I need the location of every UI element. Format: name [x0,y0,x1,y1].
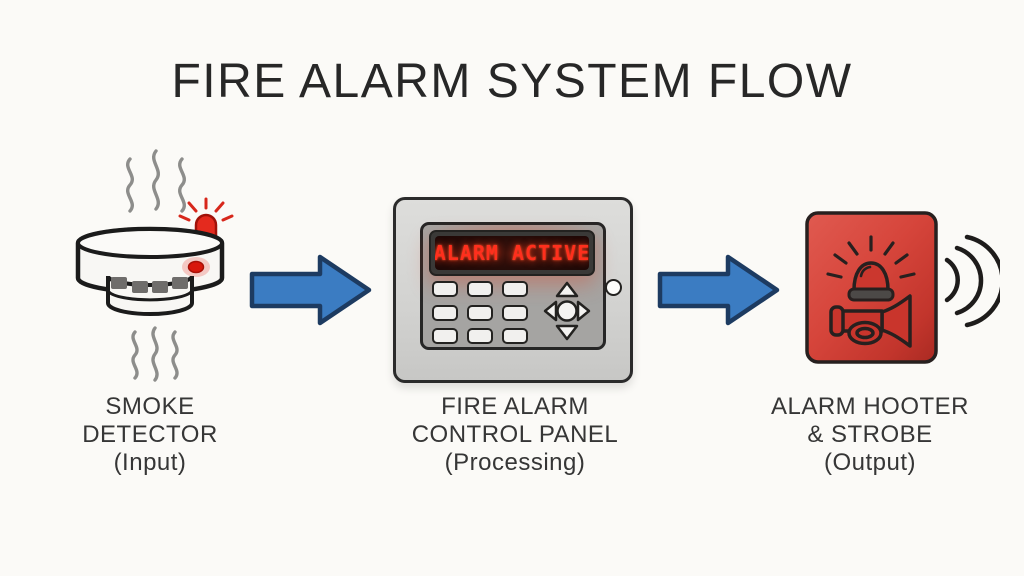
strobe-light-icon [847,261,895,302]
node-name-line: DETECTOR [82,421,218,448]
horn-icon [829,294,912,348]
detector-grille [106,275,194,316]
nav-arrows-icon [543,281,591,341]
smoke-detector-icon [75,149,234,382]
sound-waves-icon [944,234,1000,328]
node-name-line: ALARM HOOTER [770,393,970,420]
keypad-key [502,281,528,297]
status-dot-icon [187,260,205,274]
label-control-panel: FIRE ALARM CONTROL PANEL (Processing) [385,393,645,477]
flow-arrow-icon [657,254,780,326]
keypad-icon [432,281,528,344]
keypad-key [467,328,493,344]
lcd-screen: ALARM ACTIVE [435,236,589,270]
node-role: (Processing) [444,449,586,476]
keypad-key [502,304,528,321]
node-name-line: CONTROL PANEL [411,421,619,448]
smoke-wisps-bottom-icon [131,326,179,382]
fire-alarm-control-panel-icon: ALARM ACTIVE [393,197,633,383]
panel-faceplate: ALARM ACTIVE [420,222,606,350]
label-smoke-detector: SMOKE DETECTOR (Input) [20,393,280,477]
strobe-rays-icon [826,235,916,279]
flow-arrow-icon [249,254,372,326]
keypad-key [432,281,458,297]
alarm-hooter-strobe-icon [805,211,1000,364]
node-name-line: FIRE ALARM [441,393,589,420]
node-name-line: SMOKE [105,393,195,420]
keypad-key [502,328,528,344]
label-alarm-hooter: ALARM HOOTER & STROBE (Output) [740,393,1000,477]
node-role: (Output) [823,449,917,476]
keypad-key [467,281,493,297]
page-title: FIRE ALARM SYSTEM FLOW [171,55,853,108]
keypad-key [432,328,458,344]
panel-led-icon [605,279,622,296]
smoke-wisps-top-icon [126,149,186,213]
display-text: ALARM ACTIVE [435,241,589,265]
node-name-line: & STROBE [807,421,933,448]
node-role: (Input) [113,449,187,476]
keypad-key [467,304,493,321]
detector-body [75,226,225,295]
lcd-display: ALARM ACTIVE [429,230,595,276]
keypad-key [432,304,458,321]
